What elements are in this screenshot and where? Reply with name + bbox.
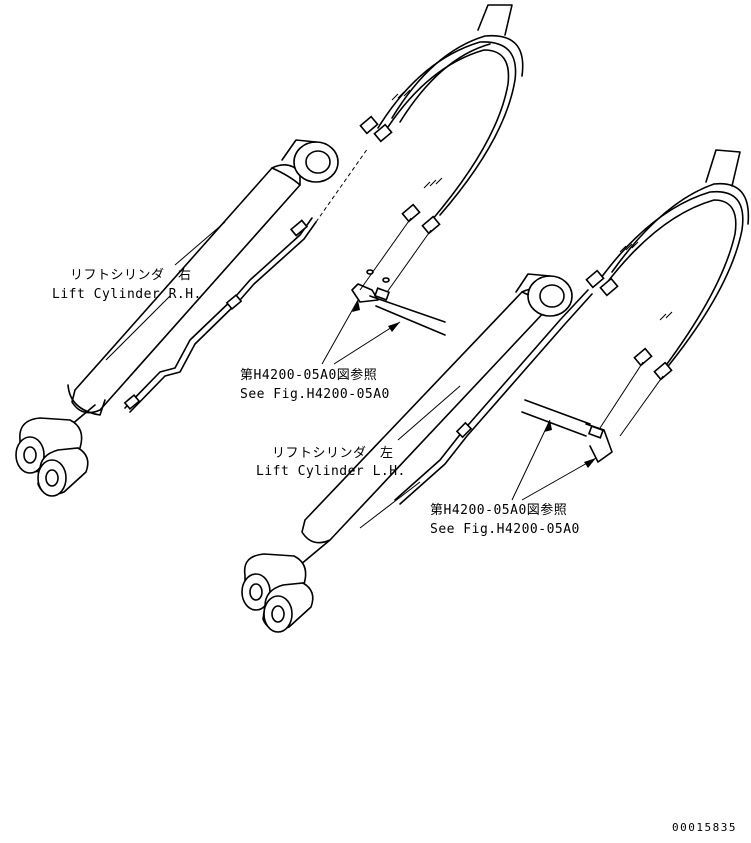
tube-ref-rh [351, 283, 446, 336]
label-rh-en: Lift Cylinder R.H. [52, 287, 202, 302]
label-lh-jp: リフトシリンダ 左 [272, 446, 394, 461]
drawing-number: 00015835 [672, 821, 737, 834]
label-rh-jp: リフトシリンダ 右 [70, 268, 192, 283]
leader-ref2-b [521, 457, 597, 501]
label-ref2-en: See Fig.H4200-05A0 [430, 522, 580, 537]
leader-ref1-b [333, 321, 401, 365]
leader-rh [174, 221, 226, 266]
leader-ref2-a [511, 419, 551, 501]
label-ref1-en: See Fig.H4200-05A0 [240, 387, 390, 402]
hose-rh [359, 4, 524, 296]
label-ref2-jp: 第H4200-05A0図参照 [430, 503, 568, 518]
lift-cylinder-lh [241, 273, 593, 633]
lift-cylinder-rh [15, 139, 369, 497]
label-ref1-jp: 第H4200-05A0図参照 [240, 368, 378, 383]
hose-lh [585, 149, 750, 437]
tube-ref-lh [521, 399, 613, 463]
leader-lh [397, 385, 461, 441]
leader-ref1-a [321, 299, 359, 365]
label-lh-en: Lift Cylinder L.H. [256, 464, 406, 479]
